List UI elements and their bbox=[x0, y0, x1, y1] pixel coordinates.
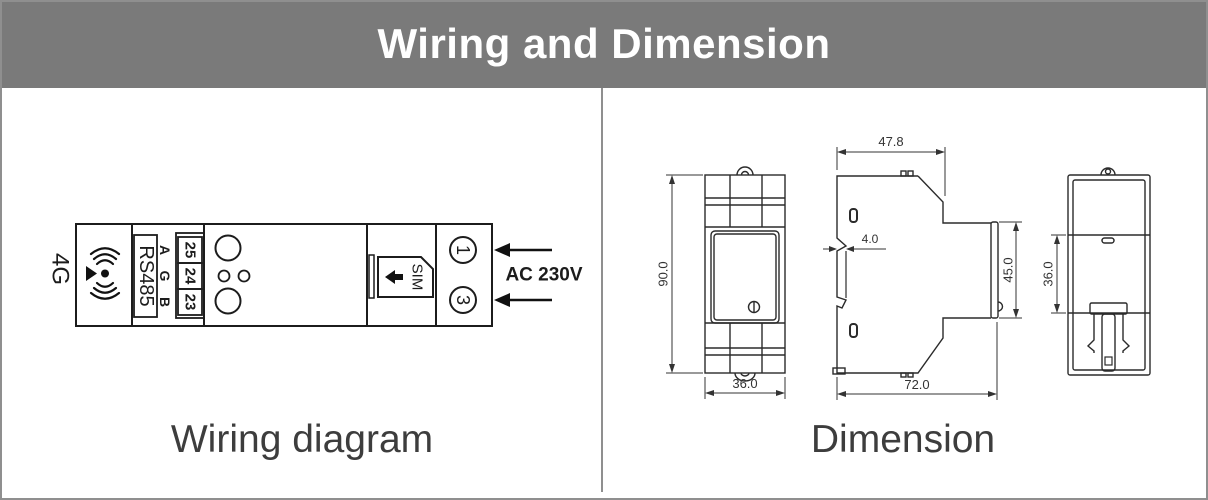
back-view bbox=[1067, 167, 1151, 376]
network-label: 4G bbox=[47, 253, 74, 285]
front-view-dimensions bbox=[666, 174, 786, 399]
device-outline bbox=[75, 223, 493, 327]
dim-front-height: 90.0 bbox=[656, 261, 671, 286]
antenna-icon bbox=[86, 247, 121, 300]
dim-side-hook: 4.0 bbox=[862, 232, 879, 246]
sim-label: SIM bbox=[409, 264, 426, 291]
power-arrows bbox=[494, 243, 552, 307]
panel-divider bbox=[601, 88, 603, 492]
dimension-caption: Dimension bbox=[810, 418, 996, 461]
terminal-24: 24 bbox=[182, 268, 199, 285]
power-label: AC 230V bbox=[505, 265, 582, 286]
side-view-dimensions bbox=[823, 147, 1022, 400]
terminal-letter-b: B bbox=[157, 297, 173, 307]
wiring-caption: Wiring diagram bbox=[170, 418, 434, 461]
sim-card-icon bbox=[377, 256, 434, 298]
dim-back-rail: 36.0 bbox=[1041, 261, 1056, 286]
power-terminal-3: 3 bbox=[453, 295, 473, 305]
power-terminal-1: 1 bbox=[453, 245, 473, 255]
dimension-panel: 90.0 36.0 bbox=[656, 134, 1151, 400]
page-title: Wiring and Dimension bbox=[377, 20, 831, 67]
wiring-diagram-panel: 4G RS485 A G B 25 24 23 SIM 1 3 AC 230V bbox=[47, 223, 583, 327]
back-view-dimensions bbox=[1051, 234, 1066, 314]
terminal-25: 25 bbox=[182, 242, 199, 259]
dim-side-top: 47.8 bbox=[878, 134, 903, 149]
din-clip bbox=[1086, 302, 1131, 372]
rs485-label: RS485 bbox=[135, 245, 157, 306]
dim-front-width: 36.0 bbox=[732, 376, 757, 391]
dim-side-face: 45.0 bbox=[1001, 257, 1016, 282]
dim-side-depth: 72.0 bbox=[904, 377, 929, 392]
terminal-letter-g: G bbox=[157, 271, 173, 282]
terminal-letter-a: A bbox=[157, 245, 173, 255]
terminal-23: 23 bbox=[182, 294, 199, 311]
side-view bbox=[832, 170, 1004, 378]
front-view bbox=[704, 166, 786, 382]
title-bar: Wiring and Dimension bbox=[0, 0, 1208, 88]
